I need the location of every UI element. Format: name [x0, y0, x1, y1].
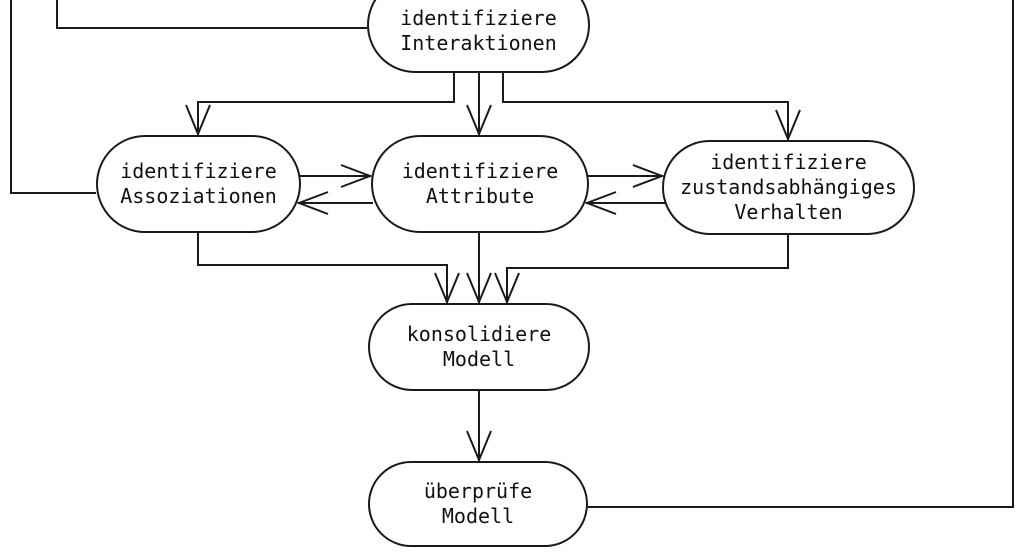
node-ueberpruefe-modell: überprüfe Modell [368, 461, 588, 547]
node-label-line: konsolidiere [406, 322, 552, 346]
node-label-line: Modell [441, 504, 515, 528]
edge-attribute-to-verhalten [588, 164, 665, 188]
edge-attribute-to-assoziationen [296, 191, 373, 215]
node-label-line: überprüfe [423, 479, 533, 503]
edge-assoziationen-to-attribute [299, 164, 373, 188]
node-label-line: zustandsabhängiges [680, 175, 897, 199]
edge-interaktionen-to-assoziationen [185, 73, 455, 137]
node-label-line: Attribute [425, 184, 535, 208]
edge-interaktionen-to-verhalten [502, 73, 801, 142]
edge-frame-top-to-interaktionen [56, 0, 367, 29]
edge-assoziationen-to-frame-top [10, 0, 96, 194]
edge-konsolidiere-to-ueberpruefe [466, 391, 492, 463]
edge-ueberpruefe-to-frame-top [588, 0, 1014, 508]
edge-verhalten-to-konsolidiere [494, 235, 789, 305]
node-label-line: Assoziationen [120, 184, 277, 208]
edge-interaktionen-to-attribute [466, 73, 492, 137]
node-identifiziere-interaktionen: identifiziere Interaktionen [367, 0, 590, 73]
node-label-line: Modell [442, 347, 516, 371]
edge-assoziationen-to-konsolidiere [197, 233, 460, 305]
edge-attribute-to-konsolidiere [466, 233, 492, 305]
node-label-line: Verhalten [734, 200, 843, 224]
node-konsolidiere-modell: konsolidiere Modell [368, 303, 590, 391]
node-label-line: identifiziere [710, 150, 867, 174]
node-label-line: identifiziere [401, 159, 559, 183]
node-identifiziere-attribute: identifiziere Attribute [371, 135, 589, 233]
node-label-line: Interaktionen [400, 31, 557, 55]
edge-verhalten-to-attribute [584, 191, 665, 215]
node-identifiziere-zustandsabhaengiges-verhalten: identifiziere zustandsabhängiges Verhalt… [662, 140, 915, 235]
node-label-line: identifiziere [120, 159, 277, 183]
node-identifiziere-assoziationen: identifiziere Assoziationen [96, 135, 301, 233]
node-label-line: identifiziere [400, 6, 557, 30]
